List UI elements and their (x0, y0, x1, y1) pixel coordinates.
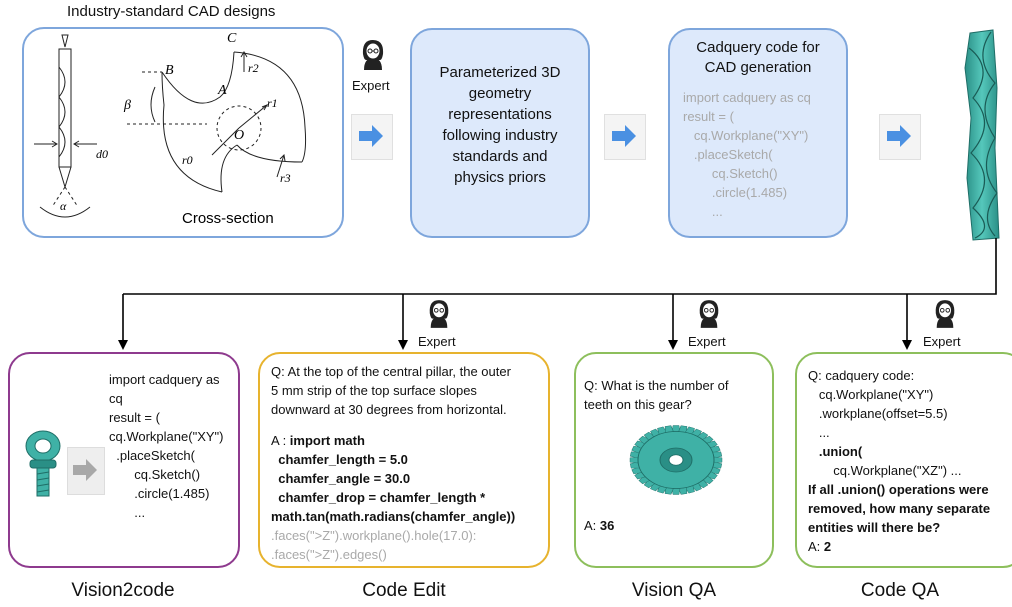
label-A: A (217, 83, 227, 98)
expert-icon (699, 300, 719, 328)
label-r2: r2 (248, 61, 259, 75)
label-B: B (165, 63, 174, 78)
vision2code-caption: Vision2code (71, 580, 175, 601)
cadquery-code-lines: import cadquery as cq result = ( cq.Work… (683, 90, 811, 219)
drill-3d-render (964, 29, 1000, 241)
expert-icon (362, 40, 384, 70)
cad-drawing: C r2 B A β r1 O r0 r3 d0 α Cross-section (34, 31, 307, 227)
gear-3d-render (629, 425, 723, 495)
label-r3: r3 (280, 171, 291, 185)
code-edit-panel (258, 352, 550, 568)
expert-icon (429, 300, 449, 328)
label-C: C (227, 31, 237, 46)
right-arrow-icon (612, 125, 636, 147)
connector-lines (118, 238, 997, 350)
eyebolt-3d-render (25, 430, 61, 497)
expert-icon (935, 300, 955, 328)
cross-section-label: Cross-section (182, 210, 274, 227)
label-beta: β (123, 98, 131, 113)
cadquery-code-title: Cadquery code for CAD generation (696, 39, 820, 76)
label-alpha: α (60, 199, 67, 213)
parameterized-box (410, 28, 590, 238)
cadquery-code-box (668, 28, 848, 238)
vision-qa-question: Q: What is the number of teeth on this g… (584, 378, 729, 412)
vision2code-code: import cadquery as cq result = ( cq.Work… (109, 372, 224, 520)
label-d0: d0 (96, 147, 108, 161)
expert-label-vision-qa: Expert (688, 334, 726, 349)
code-qa-content: Q: cadquery code: cq.Workplane("XY") .wo… (808, 368, 991, 554)
expert-label-code-qa: Expert (923, 334, 961, 349)
right-arrow-icon (887, 125, 911, 147)
code-qa-caption: Code QA (860, 580, 940, 601)
code-qa-panel (795, 352, 1012, 568)
right-arrow-icon (73, 459, 97, 481)
label-O: O (234, 128, 244, 143)
expert-label-code-edit: Expert (418, 334, 456, 349)
right-arrow-icon (359, 125, 383, 147)
label-r1: r1 (267, 96, 278, 110)
vision-qa-caption: Vision QA (631, 580, 717, 601)
code-edit-content: Q: At the top of the central pillar, the… (271, 364, 516, 562)
vision-qa-answer: A: 36 (584, 518, 615, 533)
cad-designs-title: Industry-standard CAD designs (67, 3, 276, 20)
expert-label-top: Expert (352, 78, 390, 93)
code-edit-caption: Code Edit (362, 580, 446, 601)
arrow-box-3 (879, 114, 921, 160)
label-r0: r0 (182, 153, 193, 167)
parameterized-text: Parameterized 3D geometry representation… (439, 64, 561, 186)
